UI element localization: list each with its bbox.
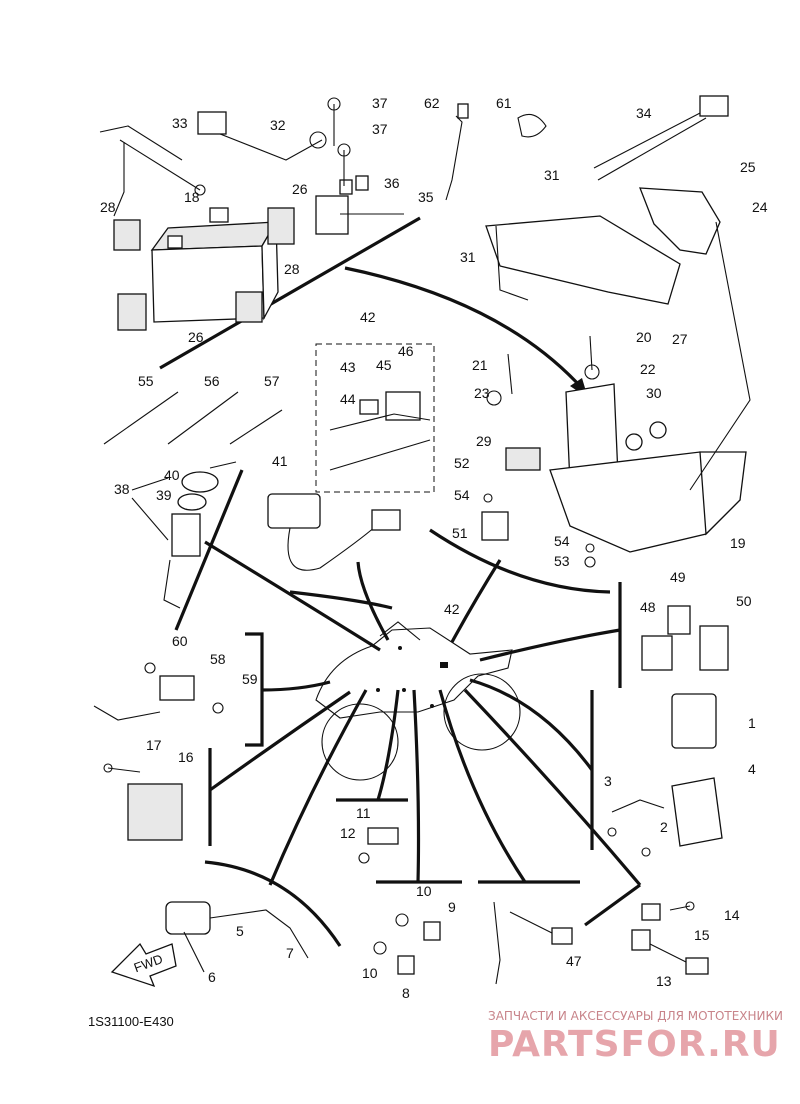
- handlebar-switch: [267, 493, 401, 571]
- callout-23: 23: [474, 385, 490, 401]
- callout-13: 13: [656, 973, 672, 989]
- callout-32: 32: [270, 117, 286, 133]
- callout-41: 41: [272, 453, 288, 469]
- callout-35: 35: [418, 189, 434, 205]
- main-switch: [131, 461, 237, 609]
- callout-40: 40: [164, 467, 180, 483]
- callout-31a: 31: [544, 167, 560, 183]
- callout-37b: 37: [372, 121, 388, 137]
- callout-3: 3: [604, 773, 612, 789]
- cable-ties: [103, 95, 729, 445]
- callout-27: 27: [672, 331, 688, 347]
- callout-16: 16: [178, 749, 194, 765]
- callout-55: 55: [138, 373, 154, 389]
- callout-6: 6: [208, 969, 216, 985]
- callout-15: 15: [694, 927, 710, 943]
- callout-30: 30: [646, 385, 662, 401]
- group-brackets: [159, 216, 641, 947]
- callout-54b: 54: [554, 533, 570, 549]
- callout-48: 48: [640, 599, 656, 615]
- sensors: [358, 827, 709, 985]
- callout-57: 57: [264, 373, 280, 389]
- battery-group: [99, 97, 404, 331]
- watermark-caption: ЗАПЧАСТИ И АКСЕССУАРЫ ДЛЯ МОТОТЕХНИКИ: [488, 1009, 783, 1023]
- callout-14: 14: [724, 907, 740, 923]
- callout-19: 19: [730, 535, 746, 551]
- sidestand-switch: [93, 662, 224, 721]
- callout-51: 51: [452, 525, 468, 541]
- callout-28b: 28: [284, 261, 300, 277]
- callout-24: 24: [752, 199, 768, 215]
- callout-26a: 26: [292, 181, 308, 197]
- callout-43: 43: [340, 359, 356, 375]
- callout-34: 34: [636, 105, 652, 121]
- callout-1: 1: [748, 715, 756, 731]
- callout-46: 46: [398, 343, 414, 359]
- callout-60: 60: [172, 633, 188, 649]
- callout-47: 47: [566, 953, 582, 969]
- callout-26b: 26: [188, 329, 204, 345]
- callout-17: 17: [146, 737, 162, 753]
- callout-22: 22: [640, 361, 656, 377]
- fwd-arrow: FWD: [110, 942, 177, 988]
- callout-2: 2: [660, 819, 668, 835]
- diagram-code: 1S31100-E430: [88, 1014, 174, 1029]
- callout-18: 18: [184, 189, 200, 205]
- callout-10a: 10: [416, 883, 432, 899]
- callout-7: 7: [286, 945, 294, 961]
- callout-49: 49: [670, 569, 686, 585]
- callout-42b: 42: [444, 601, 460, 617]
- callout-52: 52: [454, 455, 470, 471]
- connector-spokes: [204, 540, 642, 887]
- rectifier-regulator: [103, 763, 183, 841]
- callout-9: 9: [448, 899, 456, 915]
- callout-36: 36: [384, 175, 400, 191]
- callout-44: 44: [340, 391, 356, 407]
- callout-4: 4: [748, 761, 756, 777]
- callout-37a: 37: [372, 95, 388, 111]
- callout-62: 62: [424, 95, 440, 111]
- callout-39: 39: [156, 487, 172, 503]
- callout-10b: 10: [362, 965, 378, 981]
- battery-box: [481, 187, 751, 568]
- callout-28a: 28: [100, 199, 116, 215]
- watermark: ЗАПЧАСТИ И АКСЕССУАРЫ ДЛЯ МОТОТЕХНИКИ PA…: [488, 1009, 783, 1065]
- callout-29: 29: [476, 433, 492, 449]
- callout-56: 56: [204, 373, 220, 389]
- callout-8: 8: [402, 985, 410, 1001]
- callout-20: 20: [636, 329, 652, 345]
- callout-45: 45: [376, 357, 392, 373]
- callout-38: 38: [114, 481, 130, 497]
- callout-5: 5: [236, 923, 244, 939]
- relay-group: [641, 605, 729, 671]
- watermark-brand: PARTSFOR.RU: [488, 1024, 781, 1065]
- cdi-unit: [607, 693, 723, 857]
- callout-42a: 42: [360, 309, 376, 325]
- callout-61: 61: [496, 95, 512, 111]
- fuse-group: [315, 343, 435, 493]
- callout-25: 25: [740, 159, 756, 175]
- callout-33: 33: [172, 115, 188, 131]
- callout-54a: 54: [454, 487, 470, 503]
- callout-53: 53: [554, 553, 570, 569]
- callout-11: 11: [356, 805, 371, 821]
- callout-12: 12: [340, 825, 356, 841]
- callout-59: 59: [242, 671, 258, 687]
- ignition-coil: [165, 901, 309, 973]
- callout-58: 58: [210, 651, 226, 667]
- callout-31b: 31: [460, 249, 476, 265]
- callout-50: 50: [736, 593, 752, 609]
- callout-21: 21: [472, 357, 488, 373]
